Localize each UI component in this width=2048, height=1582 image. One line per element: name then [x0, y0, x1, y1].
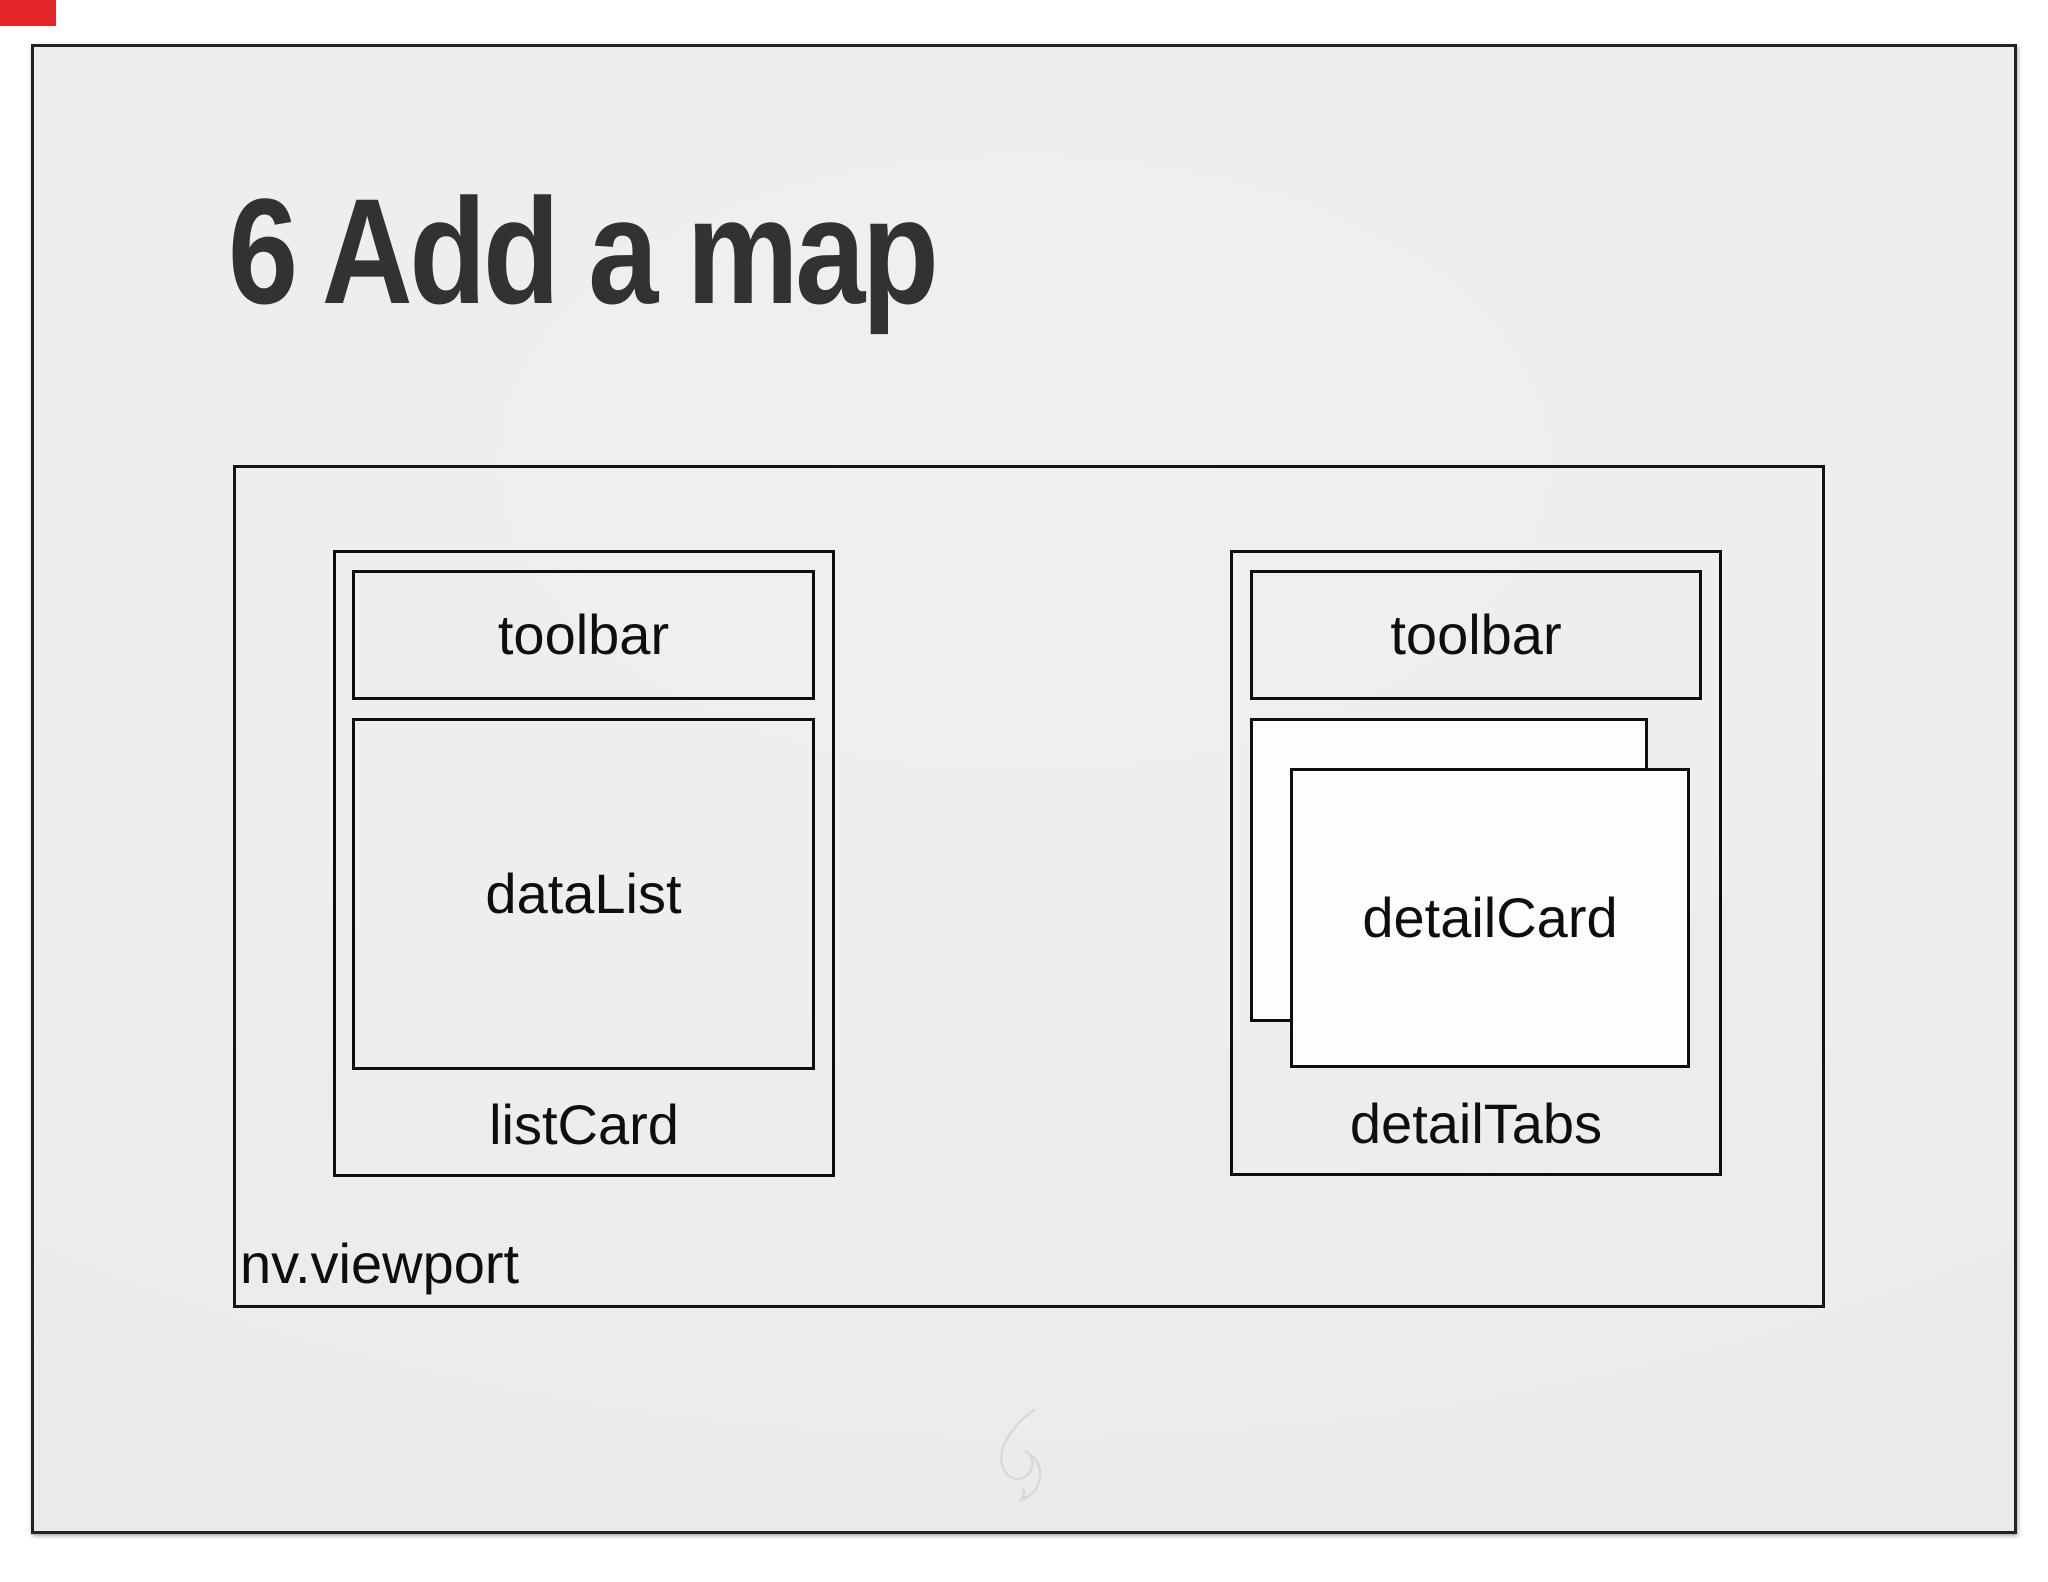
list-toolbar-label: toolbar [497, 603, 670, 667]
swirl-watermark-icon [1000, 1408, 1042, 1502]
list-card-box: toolbar dataList listCard [333, 550, 835, 1177]
detail-card-label: detailCard [1362, 886, 1618, 950]
list-card-label: listCard [489, 1092, 679, 1156]
slide-title: 6 Add a map [228, 167, 939, 335]
list-toolbar-box: toolbar [352, 570, 815, 700]
viewport-label: nv.viewport [240, 1231, 520, 1295]
red-corner-tag [0, 0, 56, 26]
viewport-box: toolbar dataList listCard toolbar detail… [233, 465, 1825, 1308]
detail-toolbar-box: toolbar [1250, 570, 1702, 700]
slide: 6 Add a map toolbar dataList listCard to… [31, 44, 2017, 1534]
data-list-box: dataList [352, 718, 815, 1070]
detail-tabs-box: toolbar detailCard detailTabs [1230, 550, 1722, 1176]
detail-toolbar-label: toolbar [1390, 603, 1562, 667]
detail-tabs-label: detailTabs [1349, 1091, 1603, 1155]
detail-card-front: detailCard [1290, 768, 1690, 1068]
data-list-label: dataList [485, 862, 682, 926]
